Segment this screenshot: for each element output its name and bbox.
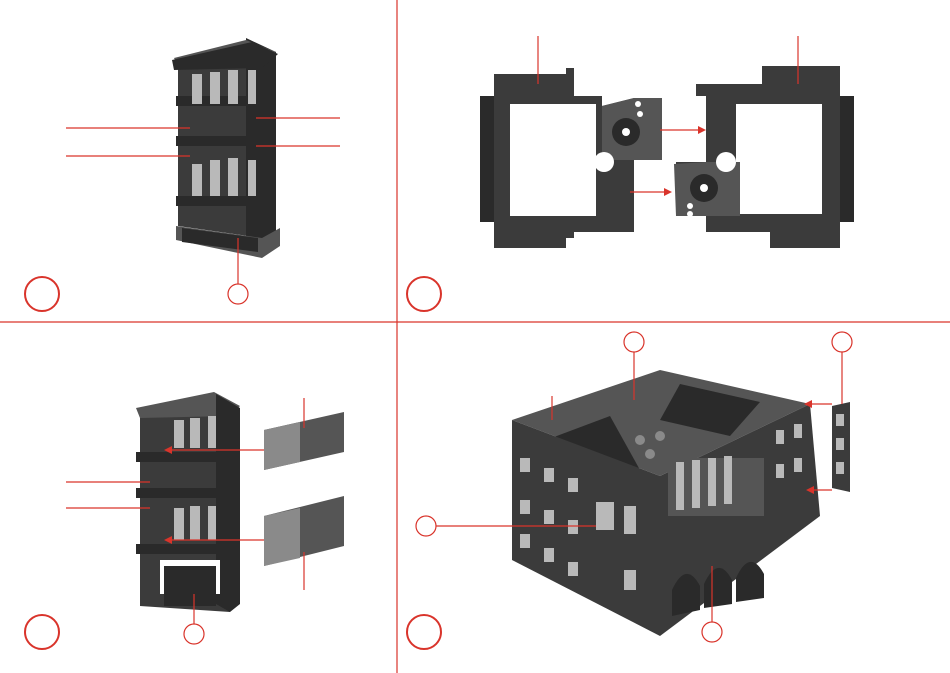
part-number-circle-bay [416, 516, 436, 536]
panel-step-4 [407, 332, 852, 649]
panel-step-1 [25, 38, 340, 311]
right-floor-plate [674, 66, 854, 248]
part-number-circle-roof [624, 332, 644, 352]
stair-tower-part [172, 38, 280, 258]
step-number-circle [407, 615, 441, 649]
arrow-head-upper [698, 126, 706, 134]
building-part [512, 370, 820, 636]
step-number-circle [25, 615, 59, 649]
tower-shell-part [136, 392, 240, 612]
panel-step-2 [407, 36, 854, 311]
part-number-circle-side [832, 332, 852, 352]
step-number-circle [25, 277, 59, 311]
part-number-circle-arcade [702, 622, 722, 642]
left-floor-plate [480, 68, 662, 248]
side-bay-part [832, 402, 850, 492]
arrow-head-lower [664, 188, 672, 196]
part-number-circle [184, 624, 204, 644]
step-number-circle [407, 277, 441, 311]
part-number-circle [228, 284, 248, 304]
panel-step-3 [25, 392, 344, 649]
